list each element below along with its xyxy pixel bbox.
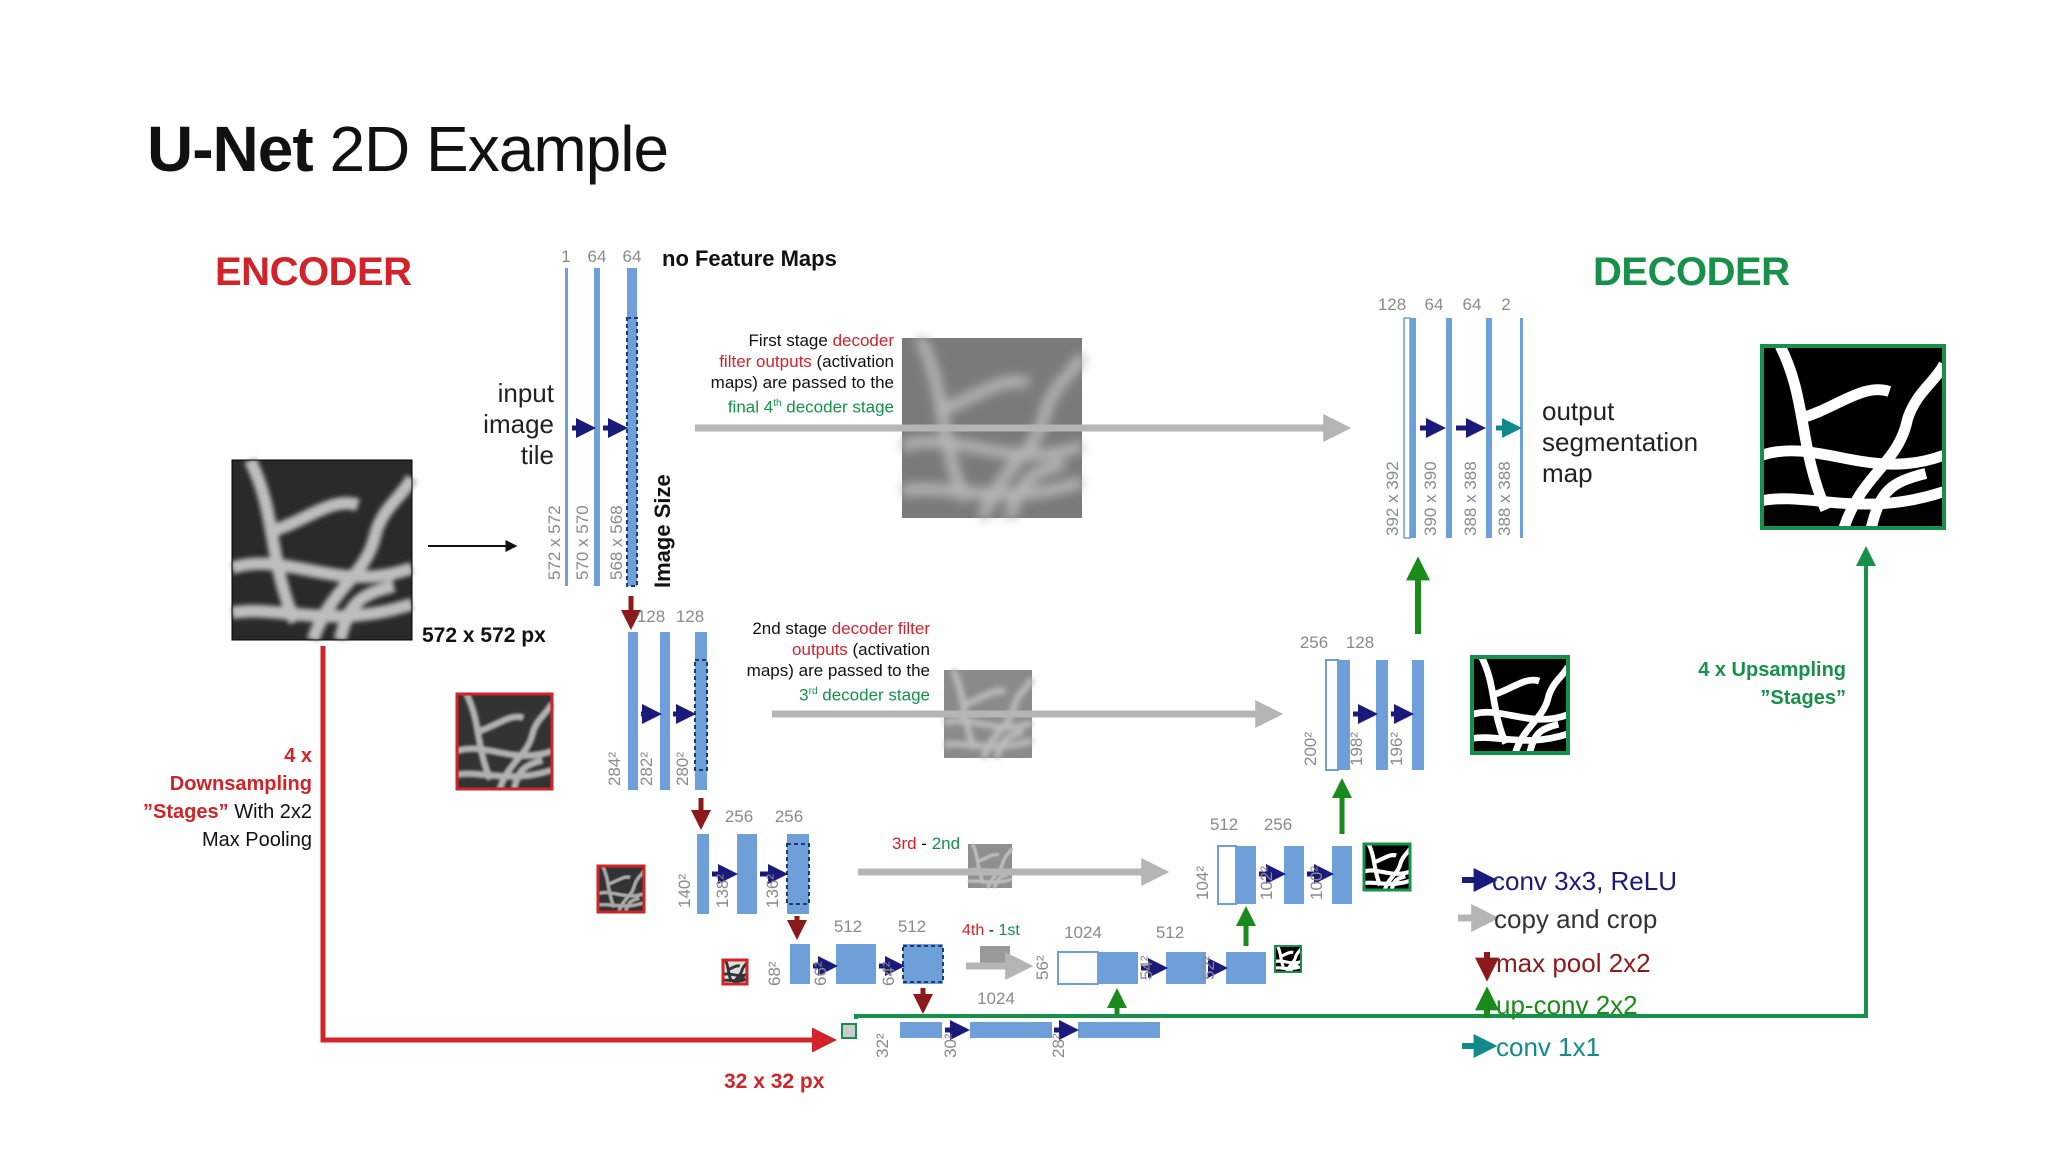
decoder-output-3 [1364,844,1410,890]
encoder-level-3 [697,834,810,914]
legend-copy: copy and crop [1494,904,1658,934]
image-size-label: 200² [1301,732,1320,766]
channel-count-label: 512 [834,917,862,936]
legend-conv1x1: conv 1x1 [1496,1032,1601,1062]
decoder-output-2 [1472,657,1568,753]
output-segmentation-image [1762,346,1944,528]
decoder-level-3 [1217,845,1352,905]
image-size-label: 52² [1199,955,1218,980]
legend-conv: conv 3x3, ReLU [1492,866,1677,896]
channel-count-label: 64 [588,247,607,266]
decoder-heading: DECODER [1593,250,1790,294]
upsampling-arrow [854,546,1876,1019]
legend-upconv: up-conv 2x2 [1496,990,1638,1020]
feature-maps-label: no Feature Maps [662,246,837,271]
image-size-label: 388 x 388 [1461,461,1480,536]
channel-count-label: 256 [725,807,753,826]
channel-count-label: 64 [623,247,642,266]
image-size-label: 284² [605,752,624,786]
image-size-label: 68² [765,961,784,986]
channel-count-label: 64 [1425,295,1444,314]
channel-count-label: 256 [1264,815,1292,834]
image-size-label: 392 x 392 [1383,461,1402,536]
activation-map-4 [980,946,1010,964]
decoder-level-4 [1057,951,1266,985]
image-size-label: 28² [1049,1033,1068,1058]
image-size-label: 280² [673,752,692,786]
image-size-label: 54² [1137,955,1156,980]
image-size-label: 570 x 570 [573,505,592,580]
image-size-label: 102² [1257,866,1276,900]
channel-count-label: 512 [1156,923,1184,942]
channel-count-label: 128 [637,607,665,626]
activation-map-3 [966,842,1014,890]
channel-count-label: 2 [1501,295,1510,314]
bottleneck-thumb [841,1023,857,1039]
input-size-label: 572 x 572 px [422,624,546,647]
third-stage-note: 3rd - 2nd [892,834,961,853]
image-size-label: 388 x 388 [1495,461,1514,536]
image-size-label: 198² [1347,732,1366,766]
image-size-label: 196² [1387,732,1406,766]
encoder-thumb-2 [457,694,552,789]
decoder-level-1 [1403,317,1523,539]
channel-count-label: 64 [1463,295,1482,314]
image-size-label: 572 x 572 [545,505,564,580]
image-size-label: 140² [675,874,694,908]
channel-count-label: 128 [1378,295,1406,314]
image-size-label: Image Size [650,474,675,588]
channel-count-label: 512 [898,917,926,936]
image-size-label: 568 x 568 [607,505,626,580]
channel-count-label: 1024 [977,989,1015,1008]
encoder-level-2 [628,632,708,790]
decoder-output-4 [1273,944,1303,974]
image-size-label: 282² [637,752,656,786]
fourth-stage-note: 4th - 1st [962,922,1020,939]
encoder-level-1 [565,268,638,587]
downsampling-note: 4 x Downsampling ”Stages” With 2x2 Max P… [143,745,312,851]
bottleneck-level [900,1020,1160,1040]
image-size-label: 64² [879,961,898,986]
channel-count-label: 128 [1346,633,1374,652]
image-size-label: 138² [713,874,732,908]
image-size-label: 390 x 390 [1421,461,1440,536]
image-size-label: 104² [1193,866,1212,900]
image-size-label: 66² [811,961,830,986]
image-size-label: 100² [1307,866,1326,900]
first-stage-note: First stage decoder filter outputs (acti… [710,331,894,417]
upsampling-note: 4 x Upsampling ”Stages” [1698,659,1846,709]
legend-icons [1458,868,1500,1058]
channel-count-label: 512 [1210,815,1238,834]
page-title: U-Net 2D Example [147,113,669,185]
second-stage-note: 2nd stage decoder filter outputs (activa… [746,619,930,705]
image-size-label: 30² [941,1033,960,1058]
image-size-label: 32² [873,1033,892,1058]
channel-count-label: 256 [775,807,803,826]
channel-count-label: 1 [561,247,570,266]
encoder-level-4 [790,944,944,984]
legend-pool: max pool 2x2 [1496,948,1651,978]
encoder-heading: ENCODER [215,250,412,294]
channel-count-label: 1024 [1064,923,1102,942]
decoder-level-2 [1325,659,1424,771]
encoder-thumb-4 [721,958,749,986]
image-size-label: 56² [1033,955,1052,980]
input-tissue-image [232,460,412,640]
channel-count-label: 256 [1300,633,1328,652]
downsampling-arrow [320,646,837,1053]
image-size-label: 136² [763,874,782,908]
encoder-thumb-3 [596,864,646,914]
bottleneck-size-label: 32 x 32 px [724,1070,825,1093]
channel-count-label: 128 [676,607,704,626]
